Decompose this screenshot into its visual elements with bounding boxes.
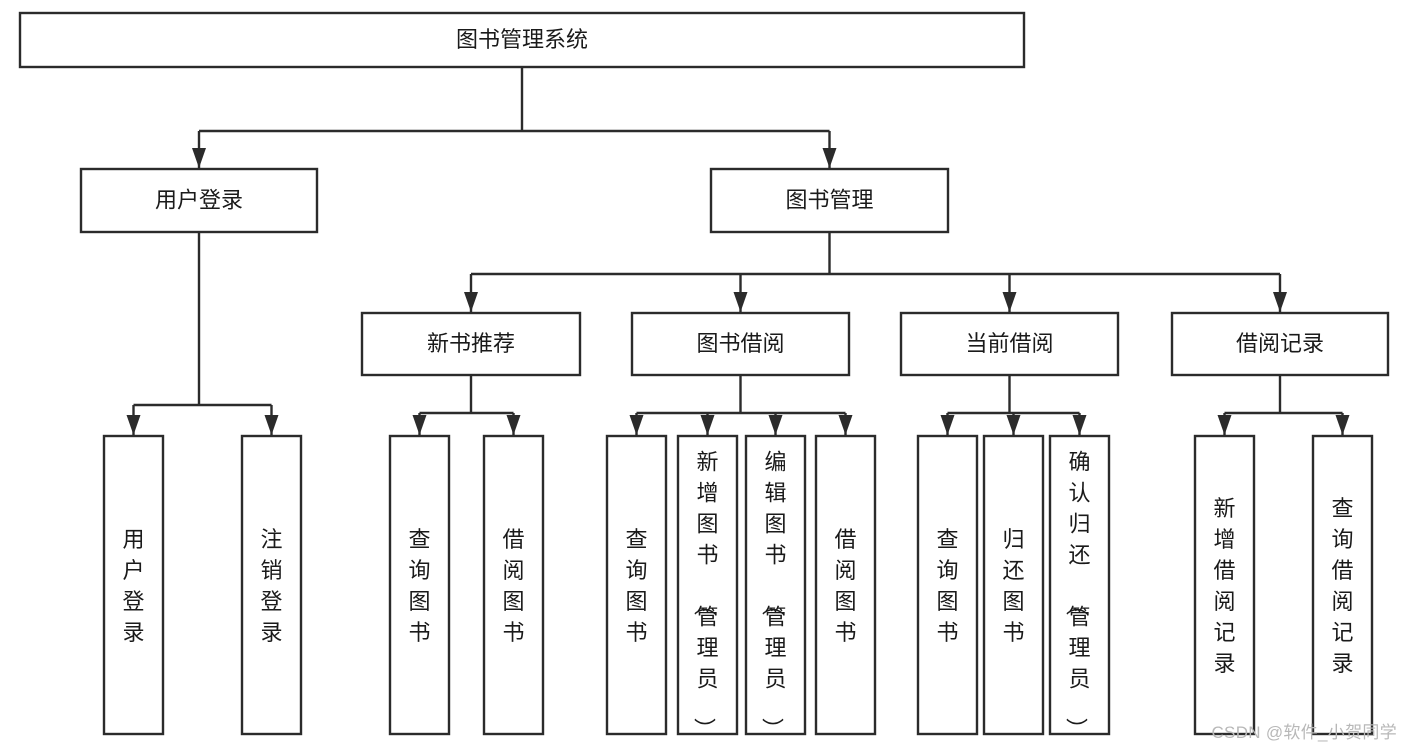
node-label: 图书管理系统 (456, 27, 588, 52)
node-leaf-7[interactable]: 借阅图书 (814, 434, 877, 736)
node-leaf-1[interactable]: 注销登录 (240, 434, 303, 736)
arrow-head-icon (940, 415, 955, 435)
arrow-head-icon (733, 292, 748, 312)
node-level3-1[interactable]: 图书借阅 (630, 311, 851, 377)
node-level3-0[interactable]: 新书推荐 (360, 311, 582, 377)
node-label-vertical: 新增借阅记录 (1213, 496, 1235, 676)
node-box-rect (388, 434, 451, 736)
node-level2-1[interactable]: 图书管理 (709, 167, 950, 234)
node-box-rect (102, 434, 165, 736)
node-label: 图书借阅 (696, 331, 784, 356)
node-box-rect (1170, 311, 1390, 377)
node-label: 当前借阅 (965, 331, 1053, 356)
arrow-head-icon (629, 415, 644, 435)
node-leaf-9[interactable]: 归还图书 (982, 434, 1045, 736)
node-label-vertical: 编辑图书（管理员） (759, 450, 786, 740)
node-root-图书管理系统[interactable]: 图书管理系统 (18, 11, 1026, 69)
node-box-rect (1311, 434, 1374, 736)
node-leaf-6[interactable]: 编辑图书（管理员） (744, 434, 807, 740)
node-leaf-12[interactable]: 查询借阅记录 (1311, 434, 1374, 736)
arrow-head-icon (1335, 415, 1350, 435)
node-box-rect (899, 311, 1120, 377)
arrow-head-icon (192, 148, 206, 168)
node-label-vertical: 新增图书（管理员） (691, 450, 718, 740)
node-label-vertical: 确认归还（管理员） (1063, 450, 1090, 740)
node-box-rect (982, 434, 1045, 736)
node-leaf-5[interactable]: 新增图书（管理员） (676, 434, 739, 740)
arrow-head-icon (700, 415, 715, 435)
node-level2-0[interactable]: 用户登录 (79, 167, 319, 234)
node-label-vertical: 注销登录 (260, 527, 282, 645)
node-label-vertical: 借阅图书 (834, 527, 856, 645)
node-box-rect (360, 311, 582, 377)
arrow-head-icon (1002, 292, 1017, 312)
node-leaf-2[interactable]: 查询图书 (388, 434, 451, 736)
node-leaf-4[interactable]: 查询图书 (605, 434, 668, 736)
node-label-vertical: 借阅图书 (502, 527, 524, 645)
node-leaf-10[interactable]: 确认归还（管理员） (1048, 434, 1111, 740)
node-leaf-8[interactable]: 查询图书 (916, 434, 979, 736)
node-label: 新书推荐 (427, 331, 515, 356)
node-label-vertical: 查询图书 (625, 527, 647, 645)
node-box-rect (814, 434, 877, 736)
node-box-rect (1048, 434, 1111, 736)
arrow-head-icon (264, 415, 279, 435)
node-level3-3[interactable]: 借阅记录 (1170, 311, 1390, 377)
node-label: 图书管理 (785, 187, 873, 212)
node-box-rect (79, 167, 319, 234)
node-leaf-0[interactable]: 用户登录 (102, 434, 165, 736)
node-label-vertical: 用户登录 (122, 527, 144, 645)
node-label: 用户登录 (155, 187, 243, 212)
arrow-head-icon (412, 415, 427, 435)
node-label-vertical: 归还图书 (1002, 527, 1024, 645)
node-box-rect (744, 434, 807, 736)
arrow-head-icon (838, 415, 853, 435)
arrow-head-icon (1072, 415, 1087, 435)
node-leaf-11[interactable]: 新增借阅记录 (1193, 434, 1256, 736)
node-label: 借阅记录 (1236, 331, 1324, 356)
arrow-head-icon (1217, 415, 1232, 435)
node-box-rect (482, 434, 545, 736)
arrow-head-icon (506, 415, 521, 435)
arrow-head-icon (822, 148, 837, 168)
node-leaf-3[interactable]: 借阅图书 (482, 434, 545, 736)
connectors-layer (126, 67, 1350, 435)
arrow-head-icon (1006, 415, 1021, 435)
node-label-vertical: 查询图书 (936, 527, 958, 645)
node-level3-2[interactable]: 当前借阅 (899, 311, 1120, 377)
node-box-rect (240, 434, 303, 736)
node-box-rect (18, 11, 1026, 69)
node-label-vertical: 查询图书 (408, 527, 430, 645)
node-label-vertical: 查询借阅记录 (1331, 496, 1353, 676)
watermark-text: CSDN @软件_小贺同学 (1211, 723, 1397, 742)
nodes-layer: 图书管理系统用户登录图书管理新书推荐图书借阅当前借阅借阅记录用户登录注销登录查询… (18, 11, 1390, 740)
node-box-rect (916, 434, 979, 736)
node-box-rect (630, 311, 851, 377)
arrow-head-icon (126, 415, 141, 435)
node-box-rect (709, 167, 950, 234)
node-box-rect (605, 434, 668, 736)
node-box-rect (1193, 434, 1256, 736)
arrow-head-icon (768, 415, 783, 435)
arrow-head-icon (464, 292, 478, 312)
node-box-rect (676, 434, 739, 736)
arrow-head-icon (1273, 292, 1287, 312)
